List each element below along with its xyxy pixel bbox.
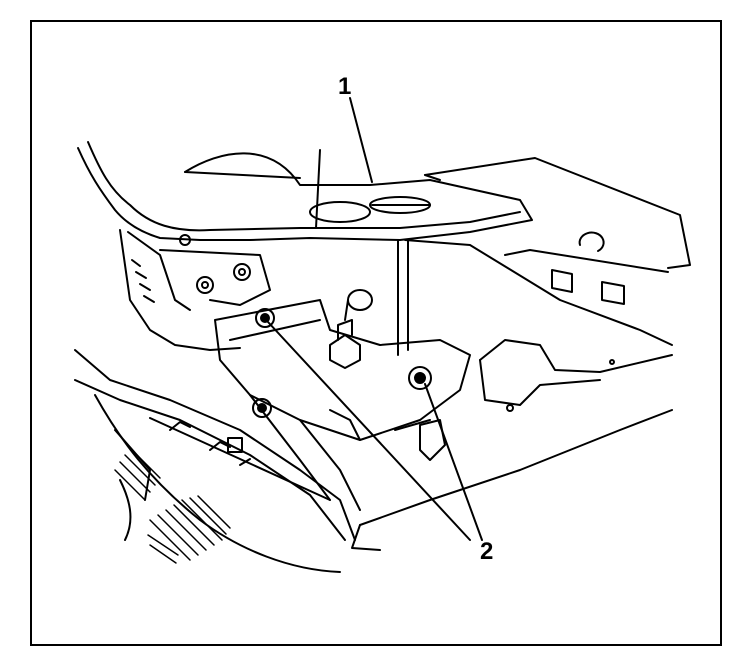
leader-lines xyxy=(267,97,483,541)
lower-trim xyxy=(329,409,446,461)
fastener-nut-upper xyxy=(255,308,275,328)
heat-shield-part-1 xyxy=(77,141,533,246)
leader-line-1 xyxy=(349,97,373,183)
leader-line-2a xyxy=(267,321,471,541)
illustration-frame xyxy=(30,20,722,646)
fastener-nut-lower xyxy=(252,398,272,418)
left-bracket xyxy=(119,229,271,351)
callout-label-2: 2 xyxy=(480,538,494,565)
radiator-support xyxy=(74,349,356,573)
hex-bolt xyxy=(329,289,373,369)
support-post xyxy=(397,239,409,356)
callout-label-1: 1 xyxy=(338,73,352,100)
fastener-nut-right xyxy=(408,366,432,390)
leader-line-2b xyxy=(424,383,483,541)
grille-hatching xyxy=(114,447,231,564)
hood-panel xyxy=(351,157,691,551)
